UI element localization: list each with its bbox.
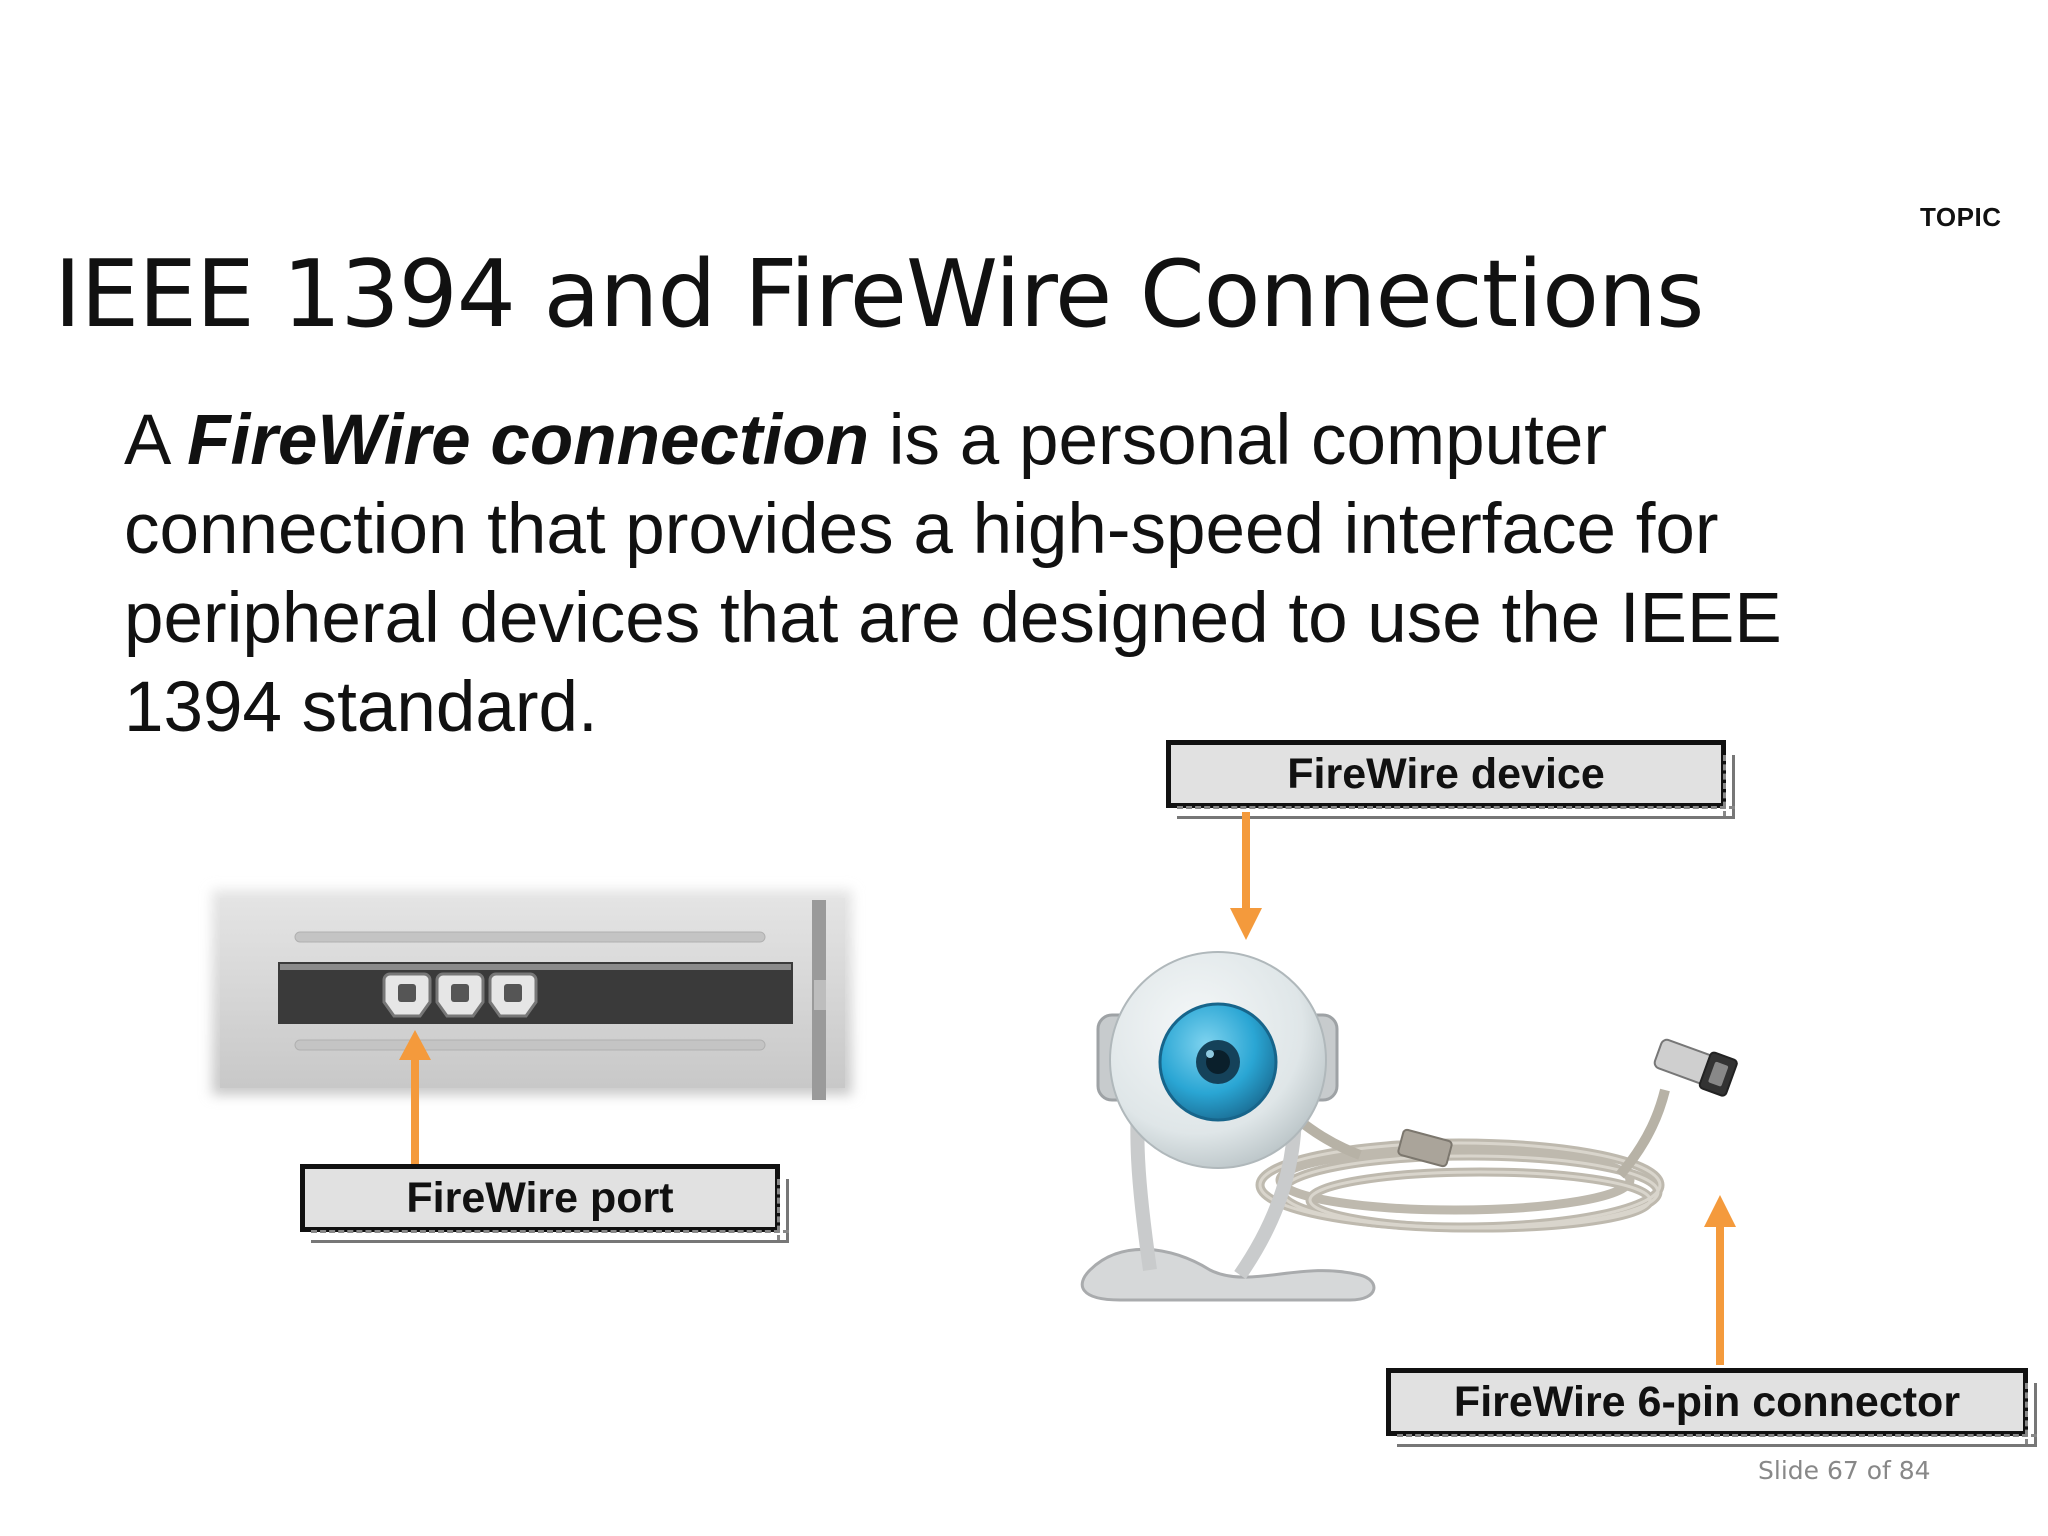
body-paragraph: A FireWire connection is a personal comp… <box>124 396 1924 752</box>
body-rest: is a personal computer connection that p… <box>124 401 1782 747</box>
firewire-port-photo <box>212 890 852 1100</box>
firewire-connector-callout: FireWire 6-pin connector <box>1386 1368 2037 1447</box>
key-term: FireWire connection <box>187 401 870 480</box>
topic-label: TOPIC <box>1920 202 2002 232</box>
connector-arrow <box>1704 1195 1736 1365</box>
port-arrow <box>399 1030 431 1180</box>
firewire-port-callout: FireWire port <box>300 1164 789 1243</box>
webcam-photo <box>1080 951 1738 1302</box>
body-prefix: A <box>124 401 188 480</box>
device-arrow <box>1230 812 1262 940</box>
slide-title: IEEE 1394 and FireWire Connections <box>54 240 1704 348</box>
slide-number: Slide 67 of 84 <box>1758 1456 1931 1485</box>
firewire-device-callout: FireWire device <box>1166 740 1735 819</box>
